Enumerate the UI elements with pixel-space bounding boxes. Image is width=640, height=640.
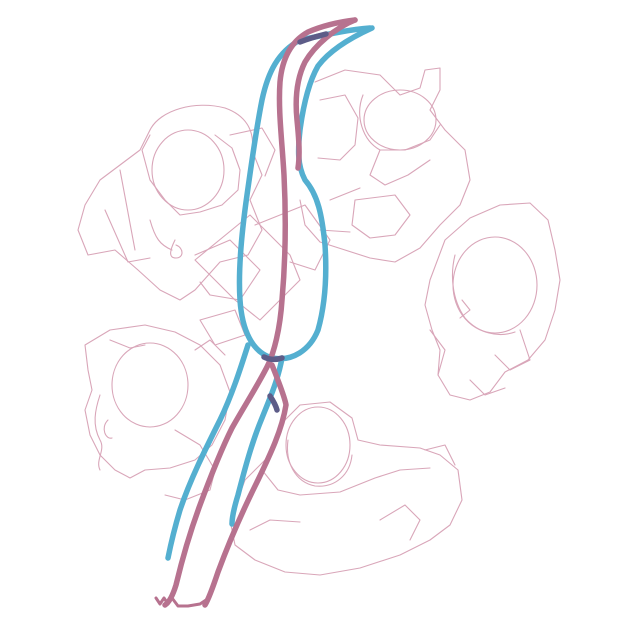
- person-top-left-outline: [77, 104, 276, 301]
- blue-figure-right-leg: [229, 355, 285, 527]
- blue-figure-left-leg: [165, 342, 251, 561]
- overlap-knee: [267, 393, 280, 413]
- person-left-outline: [84, 324, 231, 501]
- blue-figure: [165, 25, 375, 561]
- magenta-figure-right-leg: [202, 362, 289, 608]
- overlap-hip: [261, 354, 285, 363]
- magenta-figure: [154, 17, 358, 608]
- magenta-figure-neck: [293, 17, 358, 171]
- blue-figure-head-and-torso: [236, 25, 375, 362]
- overlap-shoulder: [297, 31, 329, 45]
- person-right-outline: [424, 202, 561, 401]
- magenta-figure-left-leg: [162, 362, 271, 608]
- overlap-accents: [261, 31, 329, 413]
- person-top-right-outline: [299, 67, 471, 263]
- papers-outline: [194, 204, 331, 346]
- group-of-people-outline: [77, 67, 561, 576]
- magenta-figure-foot: [154, 596, 208, 608]
- person-bottom-outline: [229, 401, 463, 576]
- magenta-figure-head-and-torso: [265, 17, 358, 368]
